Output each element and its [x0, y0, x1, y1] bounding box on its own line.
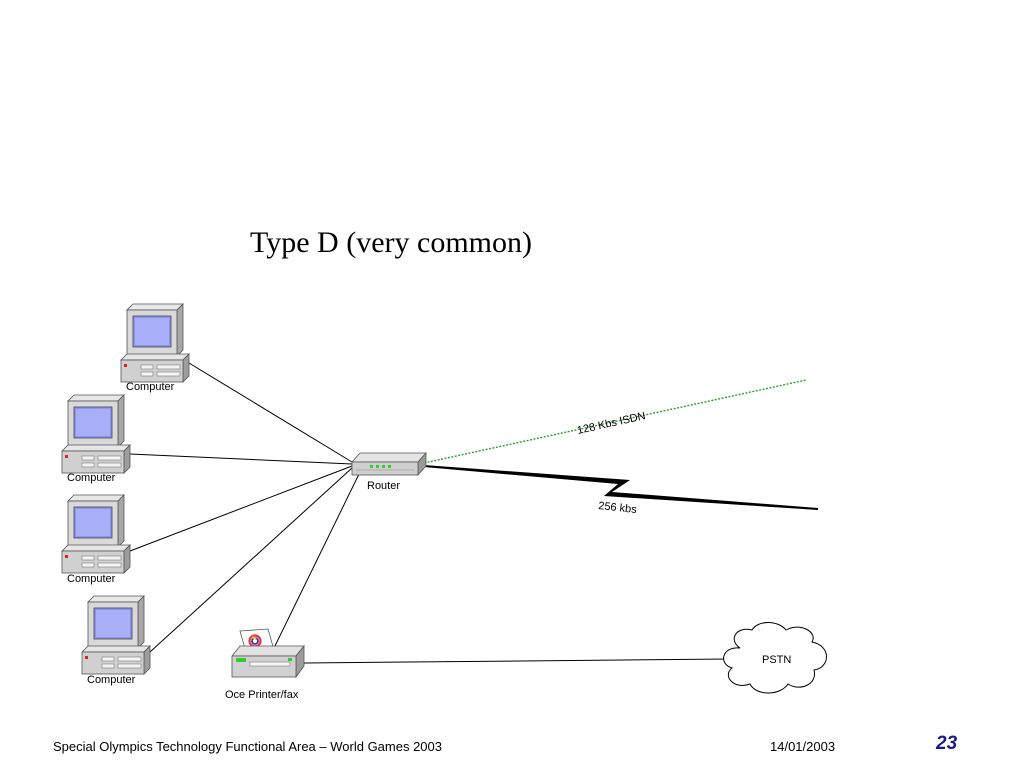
edge-printer-pstn	[303, 658, 729, 664]
desktop-computer-icon	[61, 394, 131, 474]
footer-page-number: 23	[936, 733, 958, 754]
leased-link-label: 256 kbs	[598, 500, 638, 516]
router-icon	[351, 451, 427, 477]
slide-title-text: Type D (very common)	[250, 226, 532, 259]
edge-lines	[129, 362, 729, 664]
edge-computer-4-router	[149, 467, 353, 653]
router[interactable]: Router	[351, 451, 427, 492]
computer-3-label: Computer	[67, 573, 116, 585]
computer-2[interactable]	[61, 394, 131, 474]
cloud-icon	[723, 622, 827, 694]
router-label: Router	[367, 480, 400, 492]
computer-4[interactable]	[81, 595, 151, 675]
computer-1[interactable]	[120, 303, 190, 383]
computer-3[interactable]	[61, 494, 131, 574]
edge-computer-1-router	[188, 362, 353, 463]
computer-4-label: Computer	[87, 674, 136, 686]
footer-left-text: Special Olympics Technology Functional A…	[53, 739, 442, 754]
printer-fax-icon	[231, 628, 305, 679]
isdn-link-label: 128 Kbs ISDN	[576, 410, 647, 437]
computer-1-label: Computer	[126, 381, 175, 393]
printer[interactable]: Oce Printer/fax	[225, 628, 305, 701]
computer-2-label: Computer	[67, 472, 116, 484]
desktop-computer-icon	[81, 595, 151, 675]
printer-label: Oce Printer/fax	[225, 689, 299, 701]
desktop-computer-icon	[61, 494, 131, 574]
pstn-label: PSTN	[762, 654, 791, 666]
leased-link-lightning	[424, 465, 818, 510]
pstn[interactable]: PSTN	[723, 622, 827, 694]
footer-date: 14/01/2003	[770, 739, 836, 754]
edge-computer-2-router	[129, 453, 353, 465]
desktop-computer-icon	[120, 303, 190, 383]
edge-printer-router	[272, 471, 361, 651]
edge-computer-3-router	[129, 465, 353, 552]
isdn-link-line	[423, 379, 807, 464]
